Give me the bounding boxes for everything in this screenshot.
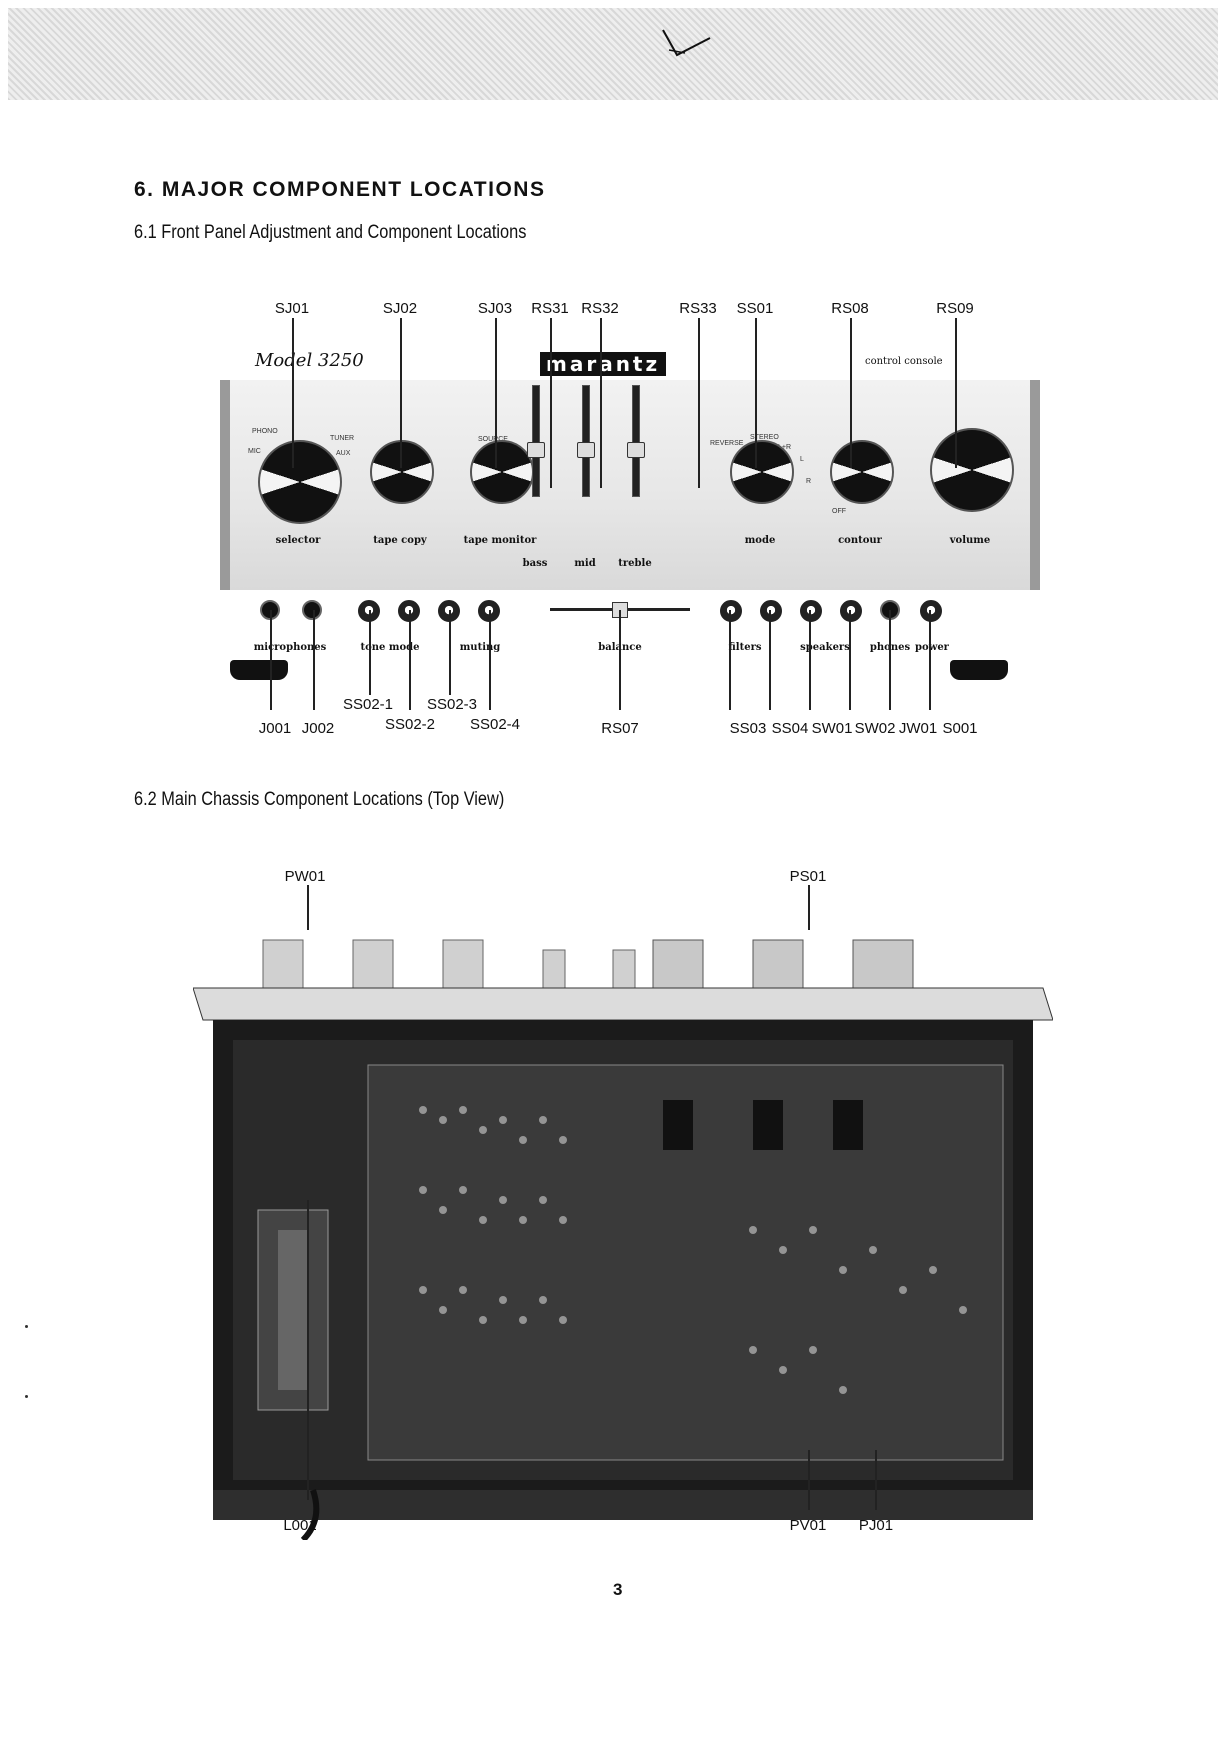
label-j001: J001	[258, 720, 292, 737]
tagline: control console	[865, 356, 943, 367]
label-ss02-4: SS02-4	[469, 716, 521, 733]
bass-label: bass	[522, 558, 548, 569]
label-ps01: PS01	[789, 868, 827, 885]
label-j002: J002	[301, 720, 335, 737]
page-number: 3	[613, 1580, 623, 1599]
label-jw01: JW01	[898, 720, 938, 737]
mid-label: mid	[574, 558, 596, 569]
label-l001: L001	[283, 1517, 317, 1534]
l-text: L	[800, 456, 804, 463]
tape-copy-knob[interactable]	[370, 440, 434, 504]
subsection-chassis: 6.2 Main Chassis Component Locations (To…	[134, 789, 505, 810]
bass-slider[interactable]	[527, 442, 545, 458]
subsection-front-panel: 6.1 Front Panel Adjustment and Component…	[134, 222, 527, 243]
filter-switch-1[interactable]	[720, 600, 742, 622]
right-foot	[950, 660, 1008, 680]
tape-copy-label: tape copy	[373, 535, 427, 546]
label-ss03: SS03	[729, 720, 767, 737]
label-pw01: PW01	[284, 868, 326, 885]
label-sj02: SJ02	[382, 300, 418, 317]
filter-switch-2[interactable]	[760, 600, 782, 622]
header-band	[8, 8, 1218, 100]
selector-mic-text: MIC	[248, 448, 261, 455]
treble-slider[interactable]	[627, 442, 645, 458]
label-ss04: SS04	[771, 720, 809, 737]
label-rs09: RS09	[936, 300, 974, 317]
selector-label: selector	[275, 535, 321, 546]
speakers-switch-1[interactable]	[800, 600, 822, 622]
label-ss02-3: SS02-3	[426, 696, 478, 713]
treble-label: treble	[618, 558, 652, 569]
tape-monitor-label: tape monitor	[463, 535, 537, 546]
label-rs31: RS31	[531, 300, 569, 317]
off-text: OFF	[832, 508, 846, 515]
label-rs07: RS07	[601, 720, 639, 737]
model-name: Model 3250	[255, 350, 364, 371]
label-rs33: RS33	[679, 300, 717, 317]
speakers-label: speakers	[800, 642, 850, 653]
checkmark-icon	[662, 29, 711, 57]
muting-label: muting	[459, 642, 501, 653]
front-panel: PHONO TUNER MIC AUX SOURCE REVERSE STERE…	[220, 380, 1040, 590]
front-panel-header: Model 3250 marantz control console	[200, 350, 1040, 380]
reverse-text: REVERSE	[710, 440, 744, 447]
speakers-switch-2[interactable]	[840, 600, 862, 622]
mic-jack-2[interactable]	[302, 600, 322, 620]
label-sj01: SJ01	[274, 300, 310, 317]
tone-mode-label: tone mode	[360, 642, 420, 653]
contour-knob[interactable]	[830, 440, 894, 504]
label-sj03: SJ03	[477, 300, 513, 317]
volume-label: volume	[949, 535, 991, 546]
scan-mark	[25, 1395, 28, 1398]
label-ss02-2: SS02-2	[384, 716, 436, 733]
left-foot	[230, 660, 288, 680]
label-sw02: SW02	[854, 720, 896, 737]
stereo-text: STEREO	[750, 434, 779, 441]
volume-knob[interactable]	[930, 428, 1014, 512]
selector-knob[interactable]	[258, 440, 342, 524]
label-s001: S001	[942, 720, 978, 737]
label-rs32: RS32	[581, 300, 619, 317]
power-switch[interactable]	[920, 600, 942, 622]
filters-label: filters	[728, 642, 762, 653]
mode-knob[interactable]	[730, 440, 794, 504]
selector-aux-text: AUX	[336, 450, 351, 457]
selector-tuner-text: TUNER	[330, 435, 355, 442]
chassis-photo	[193, 930, 1053, 1540]
label-pj01: PJ01	[858, 1517, 894, 1534]
section-heading: 6. MAJOR COMPONENT LOCATIONS	[134, 178, 546, 201]
mid-slider-track	[582, 385, 590, 497]
contour-label: contour	[838, 535, 882, 546]
selector-phono-text: PHONO	[252, 428, 278, 435]
bass-slider-track	[532, 385, 540, 497]
label-rs08: RS08	[831, 300, 869, 317]
label-ss01: SS01	[736, 300, 774, 317]
lr-text: L+R	[778, 444, 792, 451]
brand-logo: marantz	[540, 352, 667, 376]
tape-monitor-knob[interactable]	[470, 440, 534, 504]
power-label: power	[915, 642, 949, 653]
microphones-label: microphones	[253, 642, 327, 653]
scan-mark	[25, 1325, 28, 1328]
label-sw01: SW01	[811, 720, 853, 737]
r-text: R	[806, 478, 812, 485]
treble-slider-track	[632, 385, 640, 497]
mode-label: mode	[744, 535, 776, 546]
source-text: SOURCE	[478, 436, 508, 443]
mid-slider[interactable]	[577, 442, 595, 458]
label-pv01: PV01	[789, 1517, 827, 1534]
label-ss02-1: SS02-1	[342, 696, 394, 713]
